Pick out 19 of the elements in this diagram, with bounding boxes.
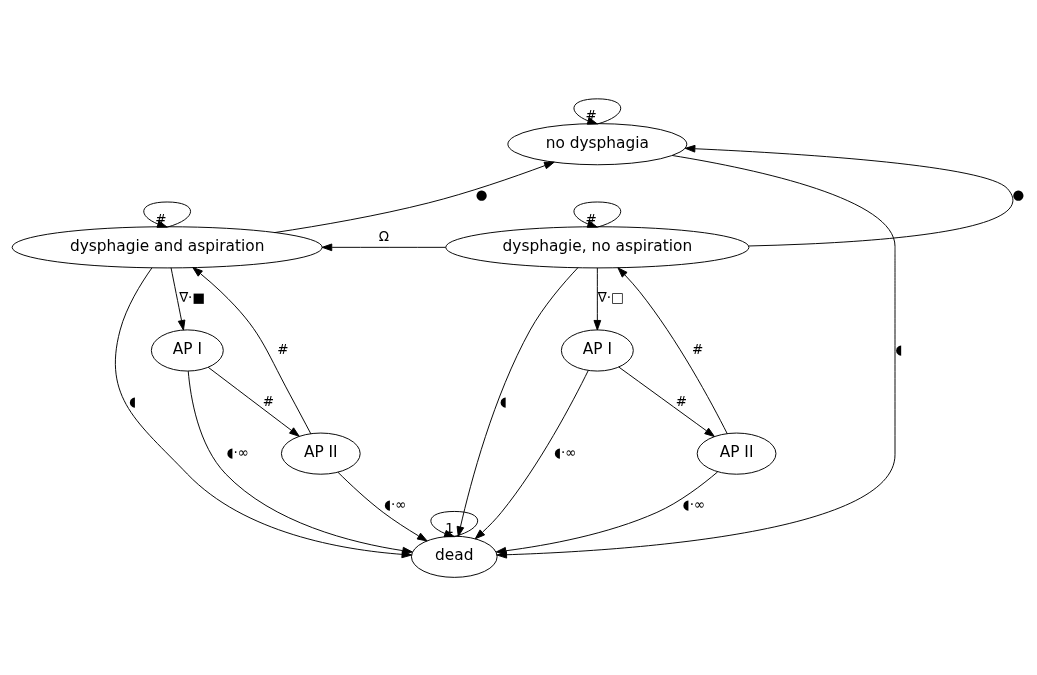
edge-label: # <box>585 107 597 123</box>
edge-label: ◖·∞ <box>226 444 250 460</box>
edge-label: ◖ <box>895 341 903 357</box>
edge-label: ◖ <box>129 393 137 409</box>
edge-label: # <box>585 211 597 227</box>
edge-label: ◖ <box>499 393 507 409</box>
edge-label: # <box>692 341 704 357</box>
edge-label: ∇·□ <box>597 289 624 305</box>
edge-label: ◖·∞ <box>383 496 407 512</box>
edge-label: ● <box>1012 186 1025 202</box>
edge-label: # <box>155 211 167 227</box>
edge-label: ◖·∞ <box>682 496 706 512</box>
edge-label: ∇·■ <box>179 289 206 305</box>
edge-label: ◖·∞ <box>553 444 577 460</box>
edge-label: Ω <box>378 228 390 244</box>
edge-label: # <box>277 341 289 357</box>
edge-label: # <box>262 393 275 409</box>
edge-label: # <box>675 393 687 409</box>
edge-label: ● <box>475 186 488 202</box>
